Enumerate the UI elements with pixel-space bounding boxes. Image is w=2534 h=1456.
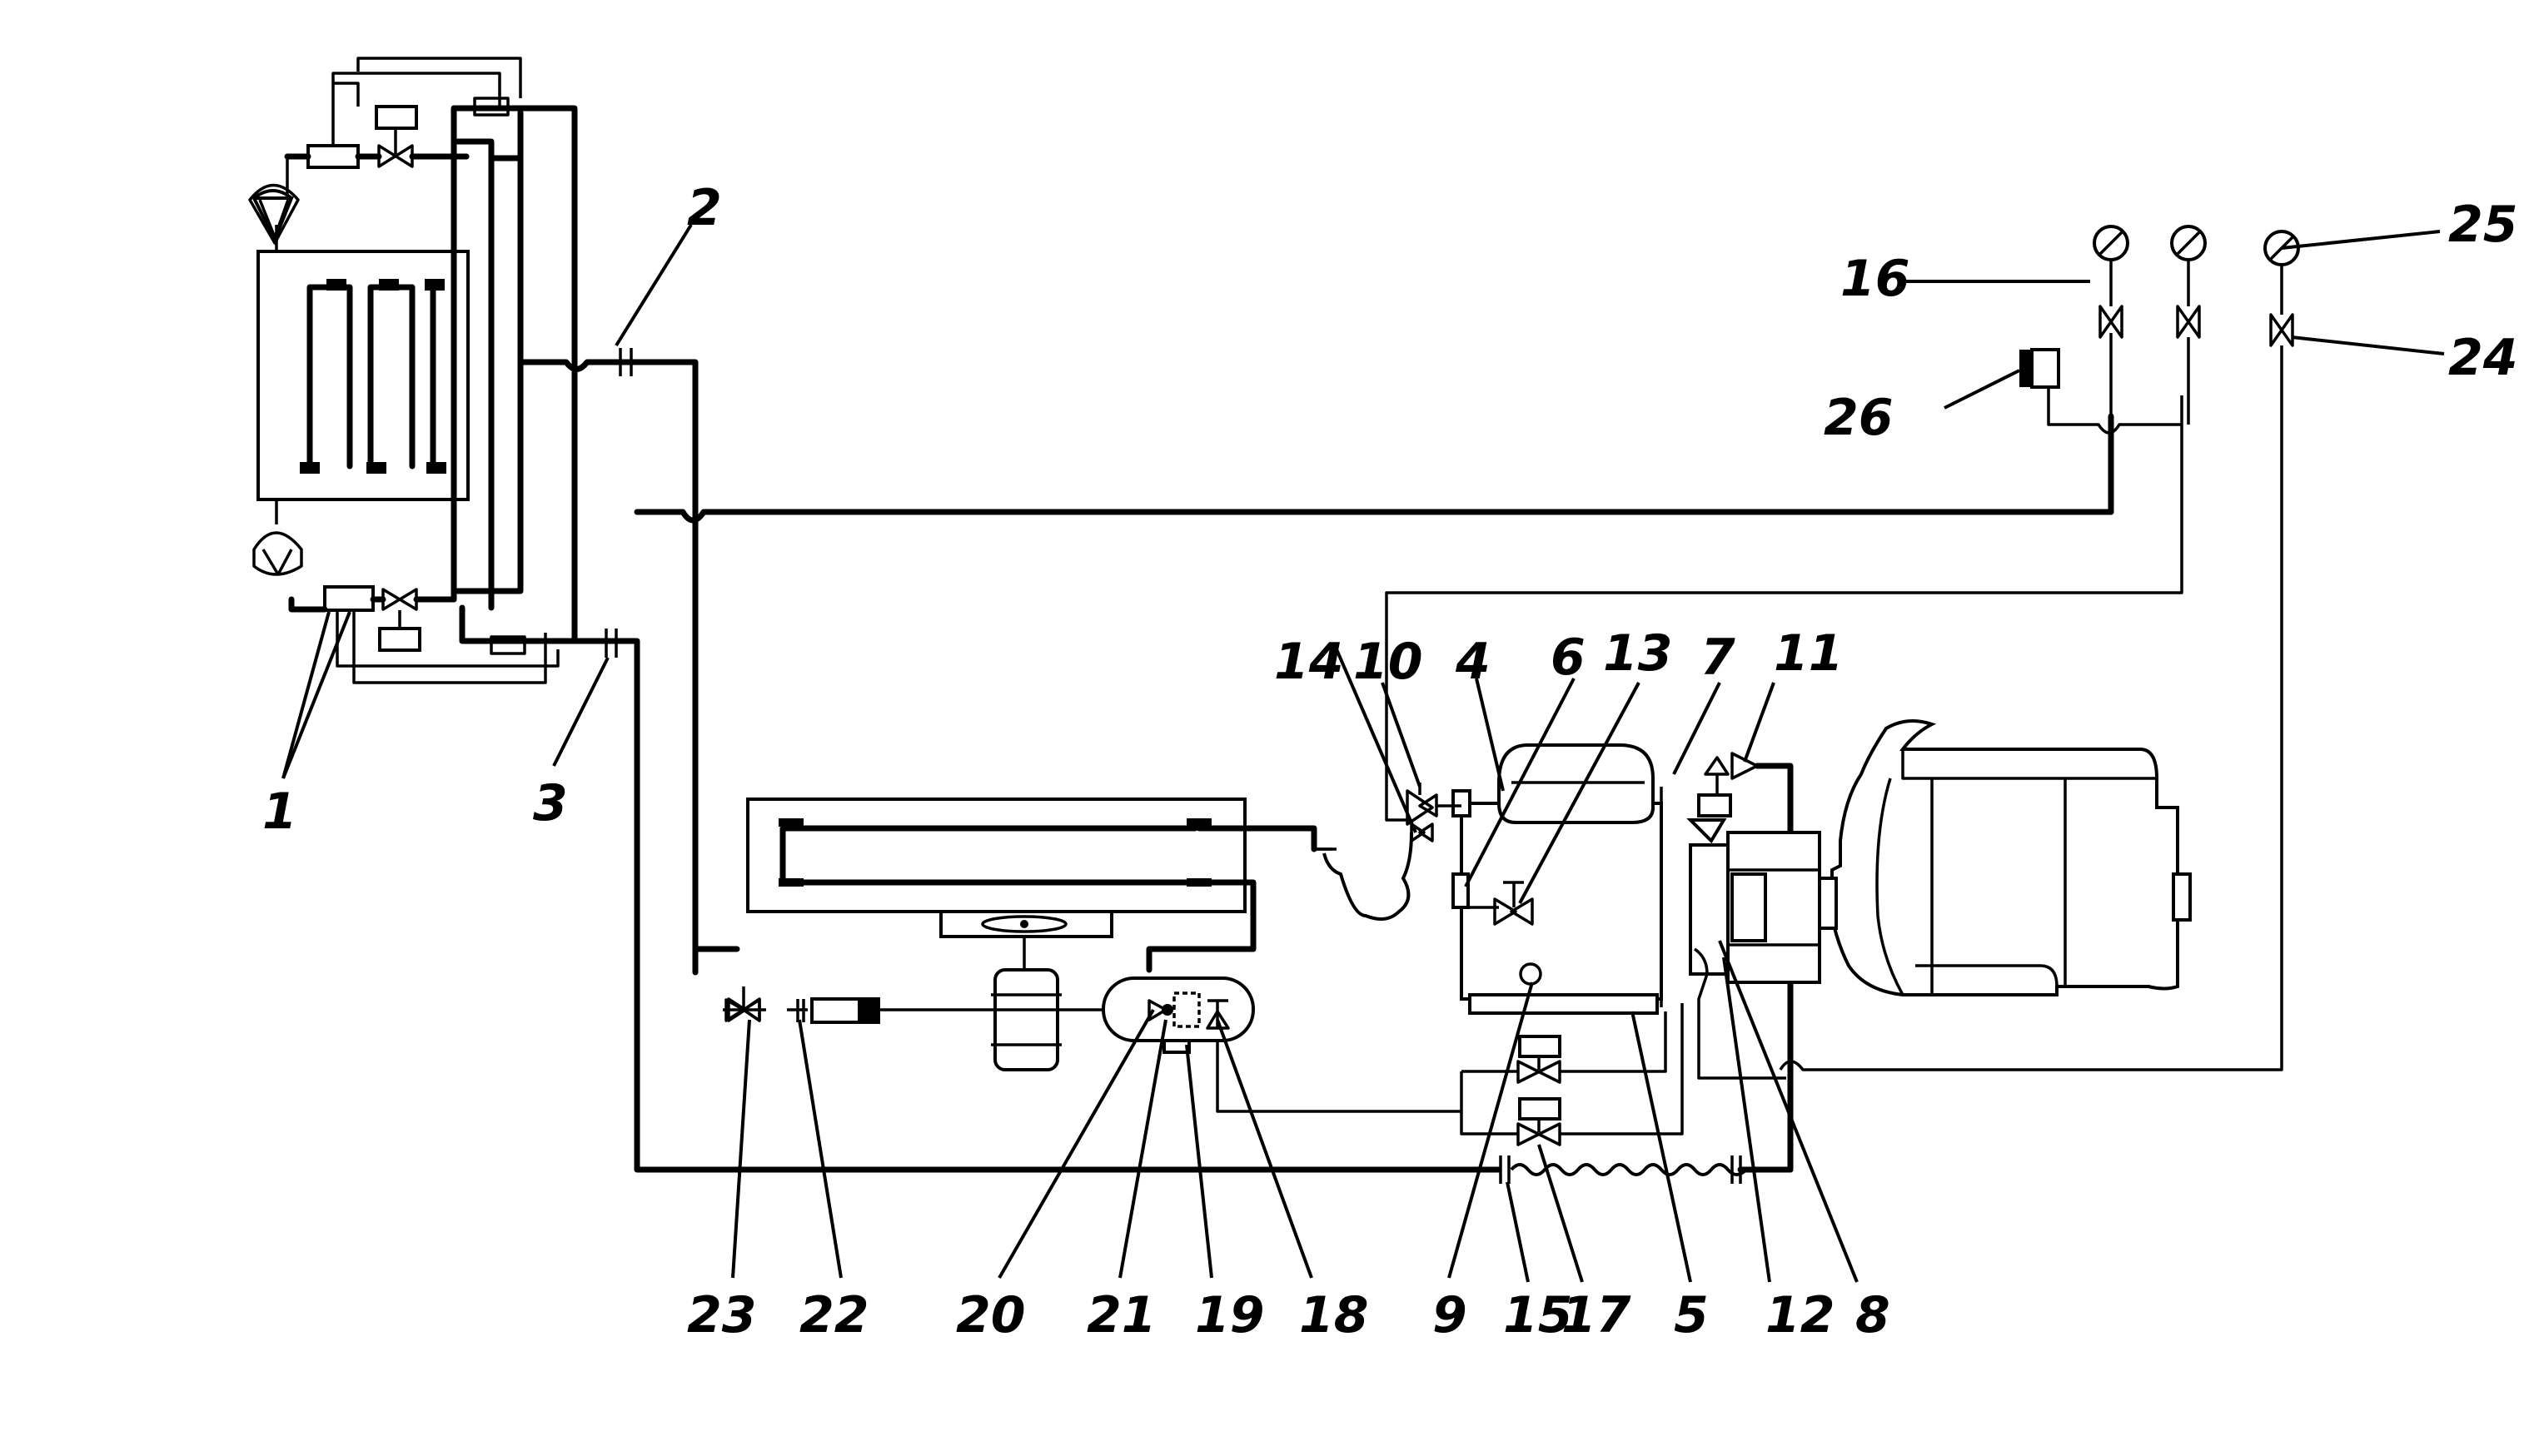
label-8: 8 [1855, 1286, 1890, 1344]
gauge-panel [1779, 225, 2300, 1071]
valve-23 [723, 986, 761, 1022]
compressor-body [1460, 802, 1663, 1001]
check-valve-20 [1148, 999, 1167, 1021]
valve-13 [1493, 897, 1534, 926]
discharge-fitting [1686, 818, 1727, 844]
flange-3 [605, 629, 618, 658]
callout-labels: 1 2 3 4 5 6 7 8 9 10 11 12 13 14 15 16 1… [262, 179, 2518, 1344]
label-9: 9 [1432, 1286, 1467, 1344]
label-16: 16 [1840, 250, 1910, 308]
gauge-valve-24 [2269, 313, 2294, 347]
label-26: 26 [1824, 389, 1894, 447]
condenser-fan-motor [993, 968, 1059, 1071]
solenoid-valve-1-bottom [323, 585, 375, 612]
valve-upper-bottom [1516, 1060, 1561, 1084]
gauge-valve-16 [2098, 305, 2123, 339]
label-11: 11 [1774, 624, 1844, 683]
label-1: 1 [262, 783, 297, 841]
leader-lines [281, 223, 2445, 1283]
receiver-tank [1102, 976, 1255, 1042]
label-17: 17 [1561, 1286, 1631, 1344]
thermo-line-26 [2047, 387, 2182, 435]
label-10: 10 [1353, 633, 1423, 691]
pressure-line-gauge-2 [1385, 395, 2183, 795]
label-19: 19 [1195, 1286, 1265, 1344]
label-2: 2 [687, 179, 722, 237]
label-22: 22 [799, 1286, 869, 1344]
condenser-housing [746, 798, 1247, 913]
label-15: 15 [1503, 1286, 1573, 1344]
safety-valve-18 [1206, 1010, 1230, 1030]
compressor [1385, 743, 1663, 1015]
label-18: 18 [1299, 1286, 1369, 1344]
label-3: 3 [533, 774, 568, 832]
label-12: 12 [1765, 1286, 1835, 1344]
electric-motor [1830, 719, 2179, 996]
label-6: 6 [1551, 629, 1586, 687]
flex-line-15 [1499, 1155, 1794, 1184]
label-23: 23 [687, 1286, 757, 1344]
valve-17 [1516, 1122, 1561, 1146]
gauge-valve-middle [2176, 305, 2201, 339]
filter-21 [1172, 991, 1201, 1028]
evaporator-unit [248, 57, 560, 684]
oil-sump-5 [1468, 993, 1659, 1015]
label-21: 21 [1087, 1286, 1157, 1344]
drive-assembly [1686, 719, 2192, 1173]
label-5: 5 [1674, 1286, 1709, 1344]
valve-bottom [381, 588, 418, 611]
condenser-unit [746, 798, 1317, 1071]
label-13: 13 [1603, 624, 1673, 683]
label-7: 7 [1700, 629, 1735, 687]
label-4: 4 [1455, 633, 1491, 691]
label-14: 14 [1274, 633, 1344, 691]
liquid-receiver [1102, 976, 1461, 1113]
label-24: 24 [2448, 329, 2518, 387]
valve-top [377, 144, 414, 168]
filter-drier-22 [796, 997, 880, 1024]
label-20: 20 [956, 1286, 1026, 1344]
flex-hose-14 [1322, 832, 1413, 921]
solenoid-valve-1-top [306, 144, 360, 169]
suction-line-long [634, 413, 2114, 524]
evaporator-risers [451, 105, 1502, 1173]
valve-14 [1410, 822, 1434, 842]
evaporator-fan-bottom [252, 531, 303, 576]
bottom-valves [1460, 1003, 1684, 1146]
label-25: 25 [2448, 196, 2518, 254]
flange-2 [619, 348, 633, 376]
